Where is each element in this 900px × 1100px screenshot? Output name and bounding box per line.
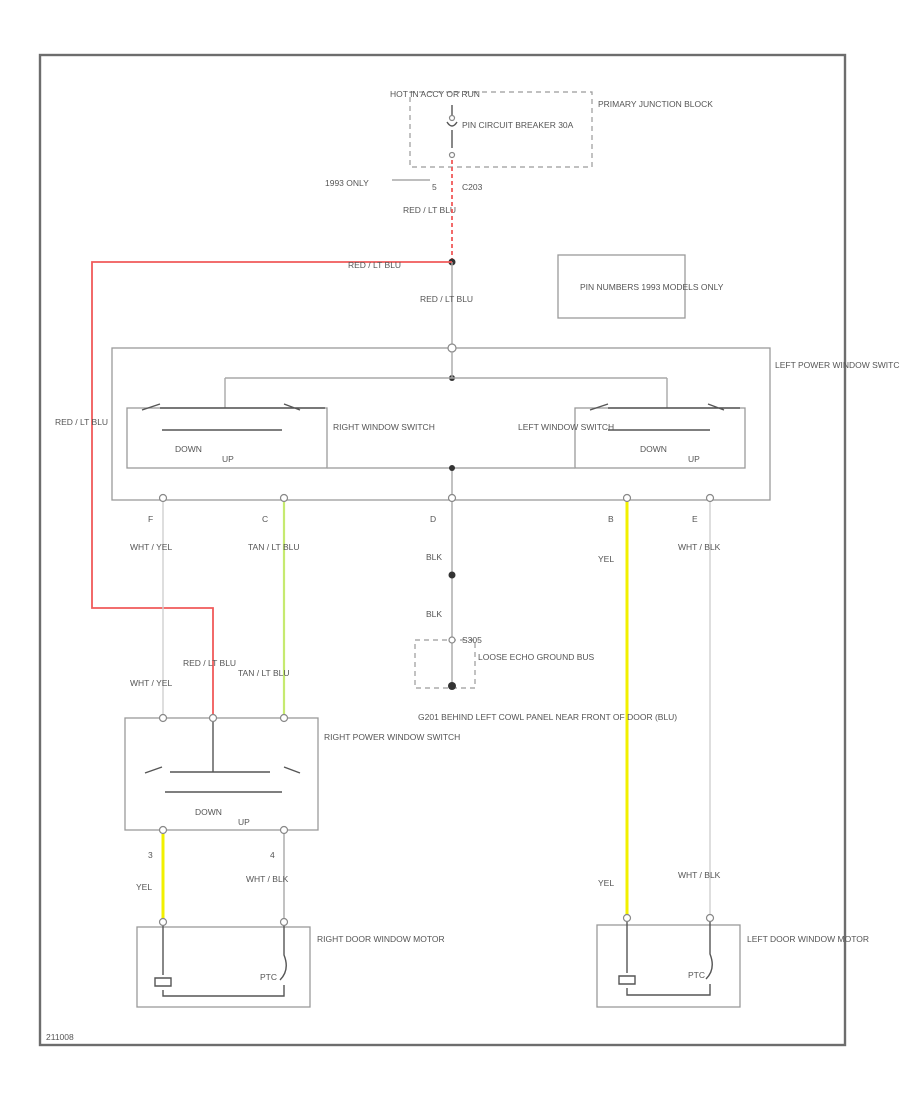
red-ltblu-label-lower: RED / LT BLU xyxy=(183,658,236,668)
left-motor-pin-a xyxy=(622,913,632,923)
yel-label-left-top: YEL xyxy=(598,554,614,564)
rps-out-4 xyxy=(279,825,289,835)
diagram-frame xyxy=(38,53,847,1047)
right-down-label: DOWN xyxy=(175,444,202,454)
ground-splice-node xyxy=(448,571,456,579)
left-switch-label: LEFT POWER WINDOW SWITCH xyxy=(775,360,900,370)
rps-pin-4-label: 4 xyxy=(270,850,275,860)
left-up-label: UP xyxy=(688,454,700,464)
left-motor-pin-b xyxy=(705,913,715,923)
tan-ltblu-label-top: TAN / LT BLU xyxy=(248,542,300,552)
right-motor-pin-a xyxy=(158,917,168,927)
pin-e xyxy=(705,493,715,503)
master-input-pin xyxy=(447,343,457,353)
red-ltblu-label-top: RED / LT BLU xyxy=(403,205,456,215)
pin-c xyxy=(279,493,289,503)
right-power-switch-box xyxy=(124,717,319,831)
pin-note-label: PIN NUMBERS 1993 MODELS ONLY xyxy=(580,282,724,292)
left-motor-label: LEFT DOOR WINDOW MOTOR xyxy=(747,934,869,944)
right-window-switch-label: RIGHT WINDOW SWITCH xyxy=(333,422,435,432)
blk-label-top: BLK xyxy=(426,552,442,562)
wht-blk-label-left-top: WHT / BLK xyxy=(678,542,721,552)
master-ground-node xyxy=(449,465,455,471)
ground-location-label: G201 BEHIND LEFT COWL PANEL NEAR FRONT O… xyxy=(418,712,677,722)
master-ground-bus xyxy=(327,467,575,497)
left-motor-symbol xyxy=(618,922,713,996)
right-power-switch-contacts xyxy=(144,722,301,793)
right-motor-box xyxy=(136,926,311,1008)
wht-yel-label-top: WHT / YEL xyxy=(130,542,172,552)
red-ltblu-label-mid: RED / LT BLU xyxy=(420,294,473,304)
left-motor-ptc-label: PTC xyxy=(688,970,705,980)
left-window-switch-label: LEFT WINDOW SWITCH xyxy=(518,422,614,432)
year-note-label: 1993 ONLY xyxy=(325,178,369,188)
left-motor-box xyxy=(596,924,741,1008)
yel-label-left-bottom: YEL xyxy=(598,878,614,888)
right-motor-ptc-label: PTC xyxy=(260,972,277,982)
c203-label: C203 xyxy=(462,182,483,192)
right-pw-switch-label: RIGHT POWER WINDOW SWITCH xyxy=(324,732,460,742)
rps-pin-2 xyxy=(208,713,218,723)
left-down-label: DOWN xyxy=(640,444,667,454)
breaker-terminal-bottom xyxy=(448,151,456,159)
rps-out-3 xyxy=(158,825,168,835)
ground-terminal xyxy=(448,682,456,690)
left-window-switch-box xyxy=(574,407,746,469)
rps-pin-3-label: 3 xyxy=(148,850,153,860)
pin-c-label: C xyxy=(262,514,268,524)
blk-label-bottom: BLK xyxy=(426,609,442,619)
wht-blk-label-left-bottom: WHT / BLK xyxy=(678,870,721,880)
ground-s305-pin xyxy=(448,636,456,644)
right-motor-pin-b xyxy=(279,917,289,927)
ground-s305-label: S305 xyxy=(462,635,482,645)
pin-b xyxy=(622,493,632,503)
ground-bus-outline xyxy=(414,639,476,689)
rps-pin-3 xyxy=(279,713,289,723)
pin-note-box xyxy=(557,254,686,319)
master-switch-box xyxy=(111,347,771,501)
red-branch-wire xyxy=(91,261,452,718)
footer-code: 211008 xyxy=(46,1032,74,1042)
ground-bus-label: LOOSE ECHO GROUND BUS xyxy=(478,652,595,662)
tan-ltblu-label-lower: TAN / LT BLU xyxy=(238,668,290,678)
red-ltblu-left-label: RED / LT BLU xyxy=(55,417,108,427)
right-motor-label: RIGHT DOOR WINDOW MOTOR xyxy=(317,934,445,944)
left-window-switch-contacts xyxy=(589,403,740,431)
pin-d-label: D xyxy=(430,514,436,524)
wht-blk-label-right: WHT / BLK xyxy=(246,874,289,884)
pin-b-label: B xyxy=(608,514,614,524)
circuit-breaker-symbol xyxy=(446,105,458,148)
pin-e-label: E xyxy=(692,514,698,524)
fuse-block-label: PRIMARY JUNCTION BLOCK xyxy=(598,99,713,109)
rps-pin-1 xyxy=(158,713,168,723)
junction-block-outline xyxy=(409,91,593,168)
conn-5-label: 5 xyxy=(432,182,437,192)
rps-up-label: UP xyxy=(238,817,250,827)
right-window-switch-contacts xyxy=(141,403,325,431)
right-up-label: UP xyxy=(222,454,234,464)
breaker-terminal-top xyxy=(448,114,456,122)
pin-d xyxy=(447,493,457,503)
yel-label-right: YEL xyxy=(136,882,152,892)
right-motor-symbol xyxy=(154,926,287,997)
breaker-label: PIN CIRCUIT BREAKER 30A xyxy=(462,120,574,130)
wht-yel-label-lower: WHT / YEL xyxy=(130,678,172,688)
pin-f-label: F xyxy=(148,514,153,524)
rps-down-label: DOWN xyxy=(195,807,222,817)
pin-f xyxy=(158,493,168,503)
master-bus xyxy=(224,352,668,408)
power-header-label: HOT IN ACCY OR RUN xyxy=(390,89,480,99)
red-ltblu-branch-label: RED / LT BLU xyxy=(348,260,401,270)
